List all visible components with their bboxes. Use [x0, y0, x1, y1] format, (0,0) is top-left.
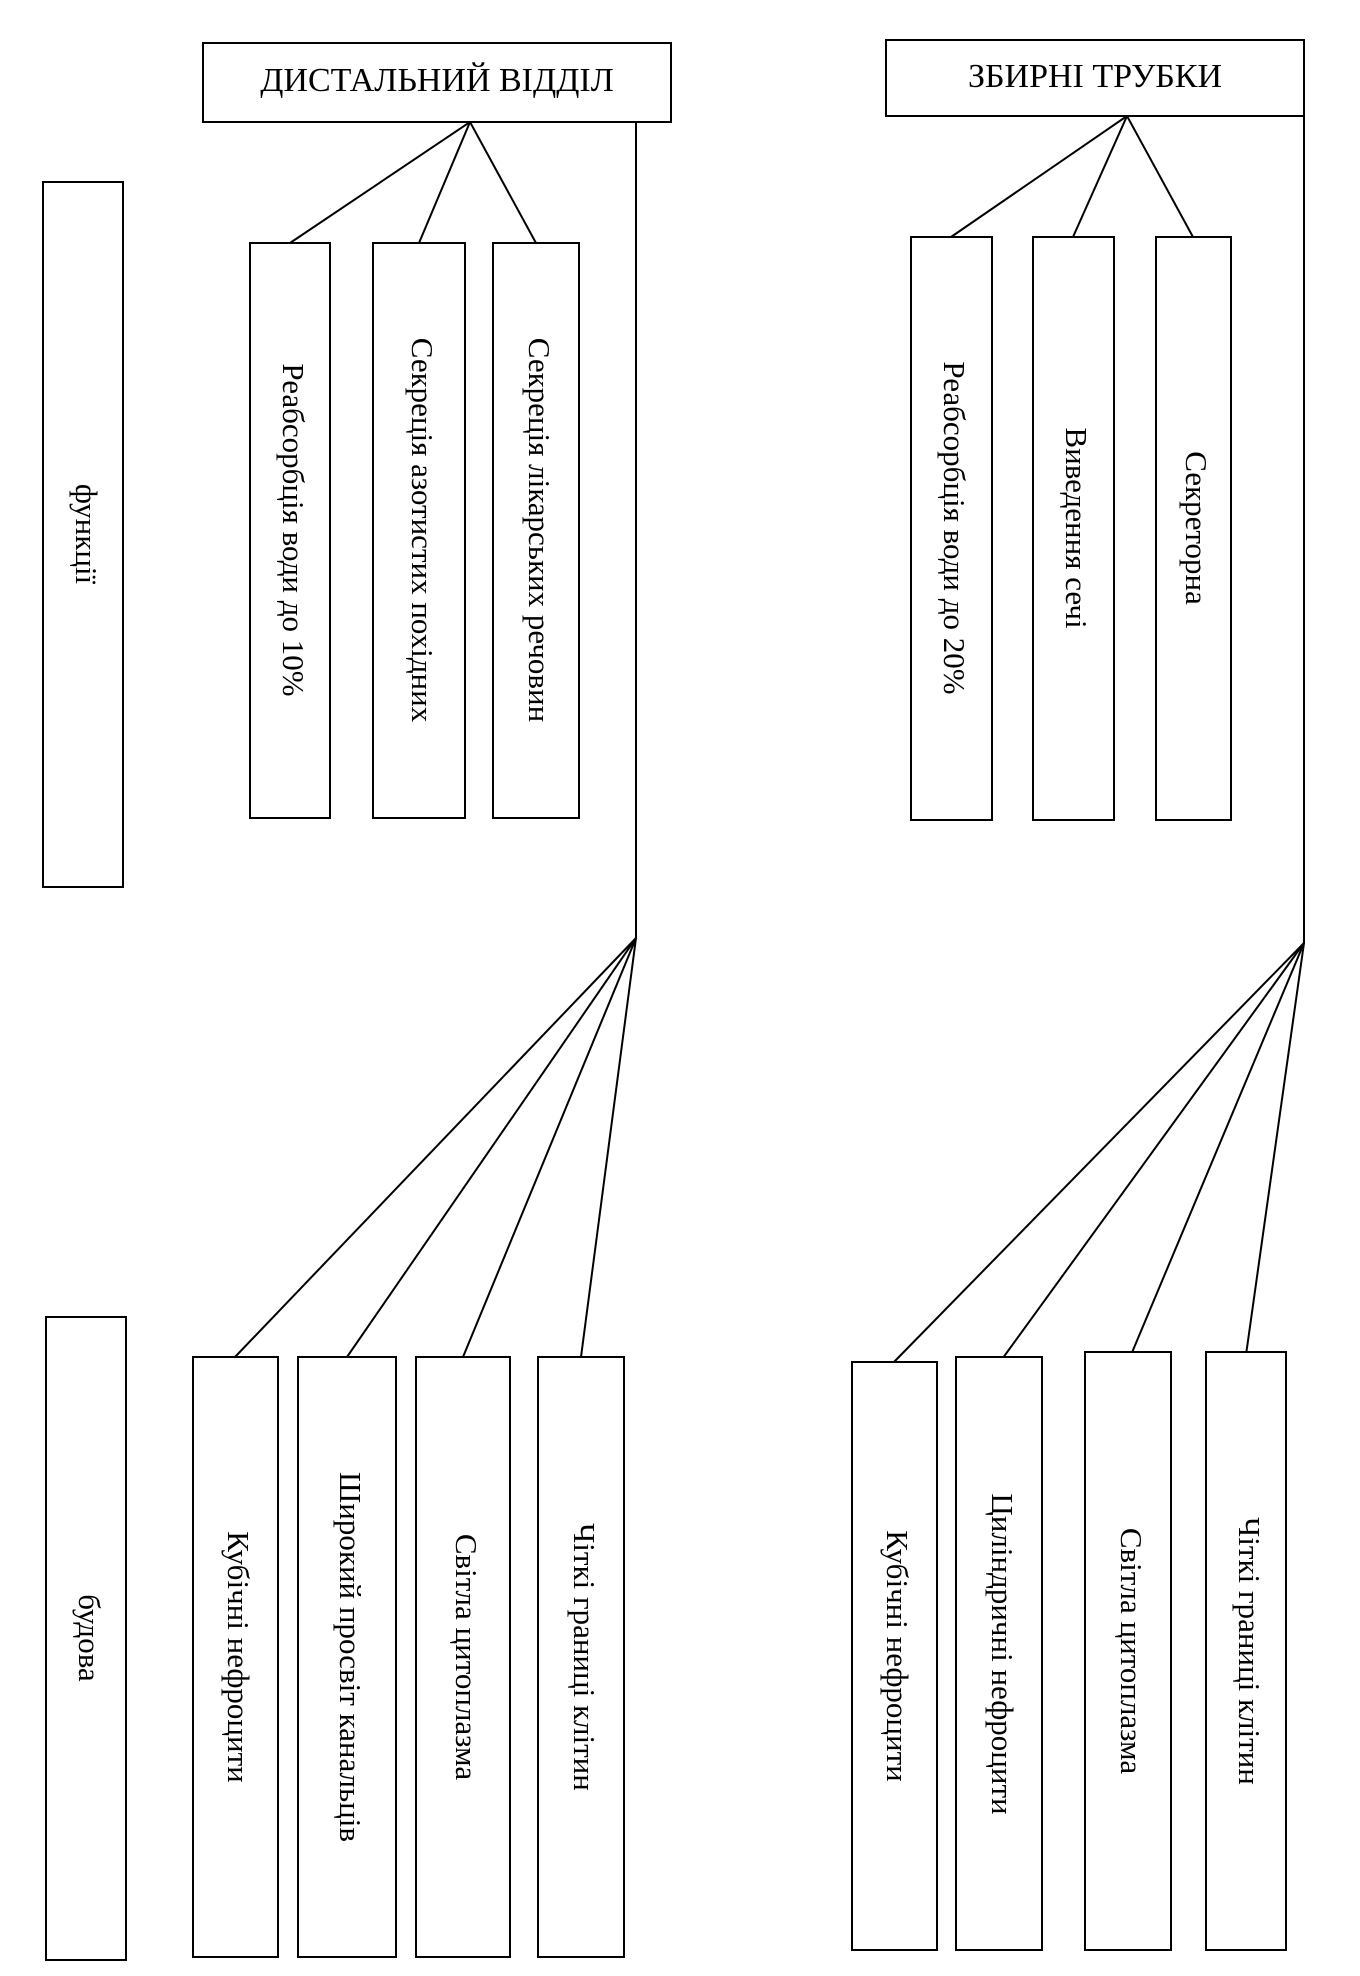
- title-box-collecting: ЗБИРНІ ТРУБКИ: [885, 39, 1305, 117]
- function-text: Реабсорбція води до 10%: [276, 363, 311, 696]
- structure-text: Чіткі границі клітин: [567, 1523, 602, 1791]
- structure-box-collecting-2: Циліндричні нефроцити: [955, 1356, 1043, 1951]
- structure-box-distal-4: Чіткі границі клітин: [537, 1356, 625, 1958]
- function-box-collecting-1: Реабсорбція води до 20%: [910, 236, 993, 821]
- function-text: Секреція азотистих похідних: [405, 338, 440, 723]
- structure-text: Циліндричні нефроцити: [985, 1493, 1020, 1814]
- connectors-collecting: [893, 115, 1305, 1363]
- structure-box-collecting-1: Кубічні нефроцити: [851, 1361, 938, 1951]
- function-box-distal-3: Секреція лікарських речовин: [492, 242, 580, 819]
- title-box-distal: ДИСТАЛЬНИЙ ВІДДІЛ: [202, 42, 672, 123]
- function-text: Секреторна: [1179, 451, 1214, 605]
- structure-text: Кубічні нефроцити: [221, 1531, 256, 1783]
- function-text: Реабсорбція води до 20%: [937, 361, 972, 694]
- structure-text: Світла цитоплазма: [449, 1534, 484, 1781]
- structure-box-distal-3: Світла цитоплазма: [415, 1356, 511, 1958]
- function-box-collecting-3: Секреторна: [1155, 236, 1232, 821]
- connectors-distal: [234, 121, 637, 1358]
- function-text: Секреція лікарських речовин: [522, 338, 557, 722]
- side-label-structure-text: будова: [72, 1594, 107, 1682]
- structure-box-collecting-4: Чіткі границі клітин: [1205, 1351, 1287, 1951]
- side-label-structure: будова: [45, 1316, 127, 1961]
- structure-box-collecting-3: Світла цитоплазма: [1084, 1351, 1172, 1951]
- function-box-distal-2: Секреція азотистих похідних: [372, 242, 466, 819]
- title-distal: ДИСТАЛЬНИЙ ВІДДІЛ: [260, 62, 614, 99]
- structure-text: Широкий просвіт канальців: [333, 1472, 368, 1842]
- structure-text: Кубічні нефроцити: [880, 1530, 915, 1782]
- function-text: Виведення сечі: [1059, 427, 1094, 629]
- function-box-distal-1: Реабсорбція води до 10%: [249, 242, 331, 819]
- function-box-collecting-2: Виведення сечі: [1032, 236, 1115, 821]
- side-label-functions-text: функції: [69, 484, 104, 585]
- side-label-functions: функції: [42, 181, 124, 888]
- title-collecting: ЗБИРНІ ТРУБКИ: [968, 58, 1222, 95]
- structure-text: Світла цитоплазма: [1114, 1528, 1149, 1775]
- structure-text: Чіткі границі клітин: [1232, 1517, 1267, 1785]
- structure-box-distal-1: Кубічні нефроцити: [192, 1356, 279, 1958]
- structure-box-distal-2: Широкий просвіт канальців: [297, 1356, 397, 1958]
- section-distal: ДИСТАЛЬНИЙ ВІДДІЛ Реабсорбція води до 10…: [192, 42, 672, 1958]
- section-collecting: ЗБИРНІ ТРУБКИ Реабсорбція води до 20% Ви…: [851, 39, 1305, 1951]
